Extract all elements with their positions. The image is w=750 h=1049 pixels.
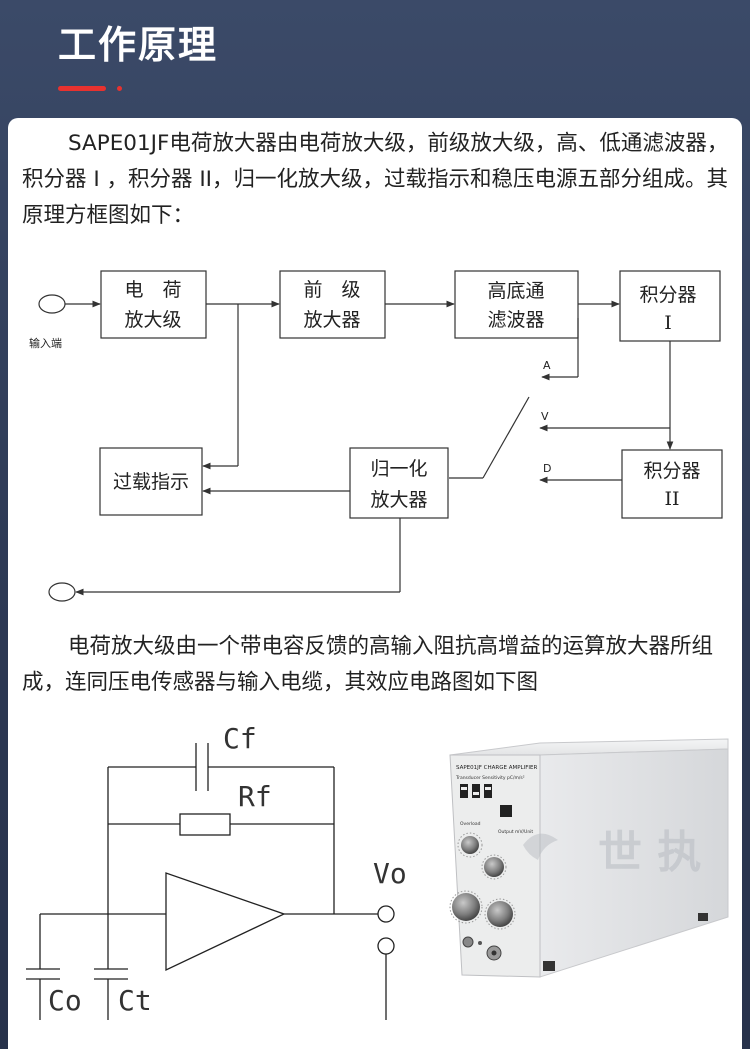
sensitivity-knob (452, 893, 480, 921)
block-diagram: 电 荷 放大级 前 级 放大器 高底通 滤波器 积分器 I 过载指示 归一化 放… (29, 270, 723, 602)
output-terminal-bottom (377, 937, 395, 955)
pre-amp-label-2: 放大器 (303, 309, 360, 331)
gain-knob (461, 836, 479, 854)
input-label: 输入端 (29, 336, 62, 350)
block-pre-amp (279, 270, 386, 339)
filter-knob-1 (484, 857, 504, 877)
tap-v-label: V (541, 410, 549, 423)
filter-label-2: 滤波器 (487, 309, 544, 331)
overload-panel-label: Overload (460, 821, 481, 827)
filter-label-1: 高底通 (487, 280, 544, 302)
normalize-label-1: 归一化 (370, 458, 427, 480)
product-photo: SAPE01JF CHARGE AMPLIFIER Transducer Sen… (449, 738, 729, 978)
block-integrator2 (621, 449, 723, 519)
input-terminal (38, 294, 66, 314)
bnc-input (462, 936, 474, 948)
panel-title: SAPE01JF CHARGE AMPLIFIER (456, 765, 537, 771)
tap-a-label: A (543, 359, 551, 372)
tap-d-label: D (543, 462, 551, 475)
cf-label: Cf (223, 722, 257, 755)
pre-amp-label-1: 前 级 (303, 279, 360, 301)
watermark-text: 世 执 (598, 827, 701, 878)
block-filter (454, 270, 579, 339)
resistor-rf (179, 813, 231, 836)
block-overload (99, 447, 203, 516)
ct-label: Ct (118, 984, 152, 1017)
integrator2-label-2: II (664, 488, 679, 510)
rf-label: Rf (238, 780, 272, 813)
integrator2-label-1: 积分器 (643, 460, 700, 482)
block-integrator1 (619, 270, 721, 342)
normalize-label-2: 放大器 (370, 489, 427, 511)
circuit-diagram: Cf Rf Vo Co Ct (26, 722, 407, 1020)
second-paragraph: 电荷放大级由一个带电容反馈的高输入阻抗高增益的运算放大器所组成，连同压电传感器与… (22, 634, 714, 695)
vo-label: Vo (373, 857, 407, 890)
content-card: SAPE01JF电荷放大器由电荷放大级，前级放大级，高、低通滤波器，积分器 I … (8, 118, 742, 1049)
block-normalize (349, 447, 449, 519)
integrator1-label-2: I (664, 312, 672, 334)
output-panel-label: Output mV/Unit (498, 829, 533, 835)
integrator1-label-1: 积分器 (639, 284, 696, 306)
op-amp-triangle (165, 872, 286, 972)
title-underline-dot (117, 86, 122, 91)
output-terminal-top (377, 905, 395, 923)
co-label: Co (48, 984, 82, 1017)
watermark-logo-icon (523, 833, 558, 860)
intro-paragraph: SAPE01JF电荷放大器由电荷放大级，前级放大级，高、低通滤波器，积分器 I … (22, 131, 729, 228)
output-terminal (48, 582, 76, 602)
title-underline (58, 86, 106, 91)
charge-amp-label-2: 放大级 (124, 309, 181, 331)
range-knob (487, 901, 513, 927)
overload-label: 过载指示 (113, 471, 189, 493)
charge-amp-label-1: 电 荷 (124, 279, 181, 301)
page-title: 工作原理 (58, 23, 219, 67)
panel-subtitle: Transducer Sensitivity pC/m/s² (455, 775, 525, 781)
